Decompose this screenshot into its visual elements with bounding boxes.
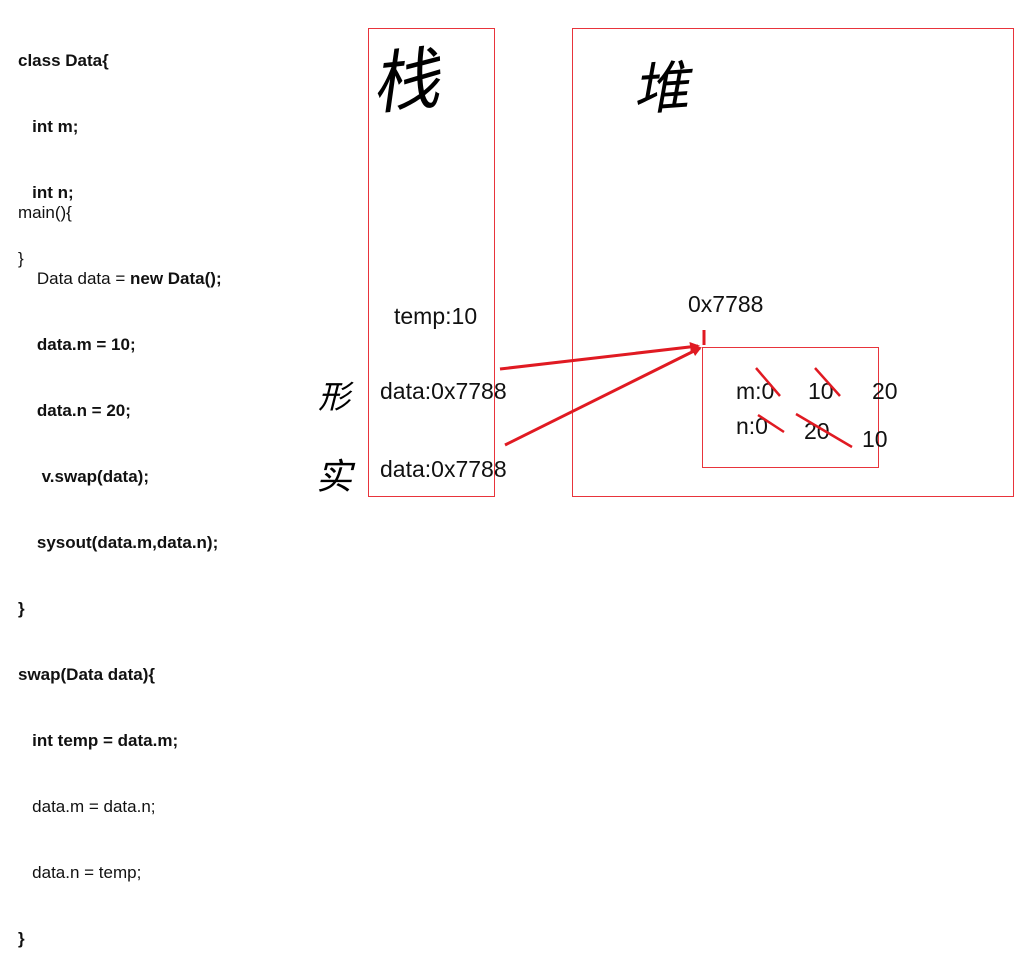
- stack-formal-parameter: data:0x7788: [380, 378, 507, 404]
- code-line: }: [18, 249, 24, 268]
- code-line: data.n = temp;: [18, 863, 142, 882]
- code-line: int temp = data.m;: [18, 731, 179, 750]
- actual-parameter-mark: 实: [316, 457, 353, 498]
- field-n-value-2: 10: [862, 426, 888, 452]
- main-swap-code: main(){ Data data = new Data(); data.m =…: [18, 158, 222, 972]
- stack-title: 栈: [366, 39, 443, 126]
- code-fragment-bold: new Data();: [130, 269, 222, 288]
- code-line: class Data{: [18, 51, 109, 70]
- code-line: sysout(data.m,data.n);: [18, 533, 219, 552]
- code-line: v.swap(data);: [18, 467, 149, 486]
- field-n-value-1: 20: [804, 418, 830, 444]
- code-line: int m;: [18, 117, 79, 136]
- code-line: swap(Data data){: [18, 665, 155, 684]
- code-line: int n;: [18, 183, 74, 202]
- code-line: main(){: [18, 203, 72, 222]
- formal-parameter-mark: 形: [318, 378, 351, 416]
- stack-temp-variable: temp:10: [394, 303, 478, 329]
- class-definition-code: class Data{ int m; int n; }: [18, 6, 109, 292]
- field-m-initial: m:0: [736, 378, 775, 404]
- code-line: data.n = 20;: [18, 401, 131, 420]
- heap-frame: [572, 28, 1014, 497]
- field-m-value-1: 10: [808, 378, 834, 404]
- code-line: data.m = data.n;: [18, 797, 156, 816]
- code-fragment: Data data =: [18, 269, 130, 288]
- stack-frame: [368, 28, 495, 497]
- field-m-value-2: 20: [872, 378, 898, 404]
- heap-title: 堆: [630, 55, 691, 124]
- code-line: }: [18, 599, 25, 618]
- code-line: data.m = 10;: [18, 335, 136, 354]
- code-line: Data data = new Data();: [18, 268, 222, 290]
- stack-actual-parameter: data:0x7788: [380, 456, 507, 482]
- field-n-initial: n:0: [736, 413, 768, 439]
- code-line: }: [18, 929, 25, 948]
- heap-object-address: 0x7788: [688, 291, 764, 317]
- heap-object-box: [702, 347, 879, 468]
